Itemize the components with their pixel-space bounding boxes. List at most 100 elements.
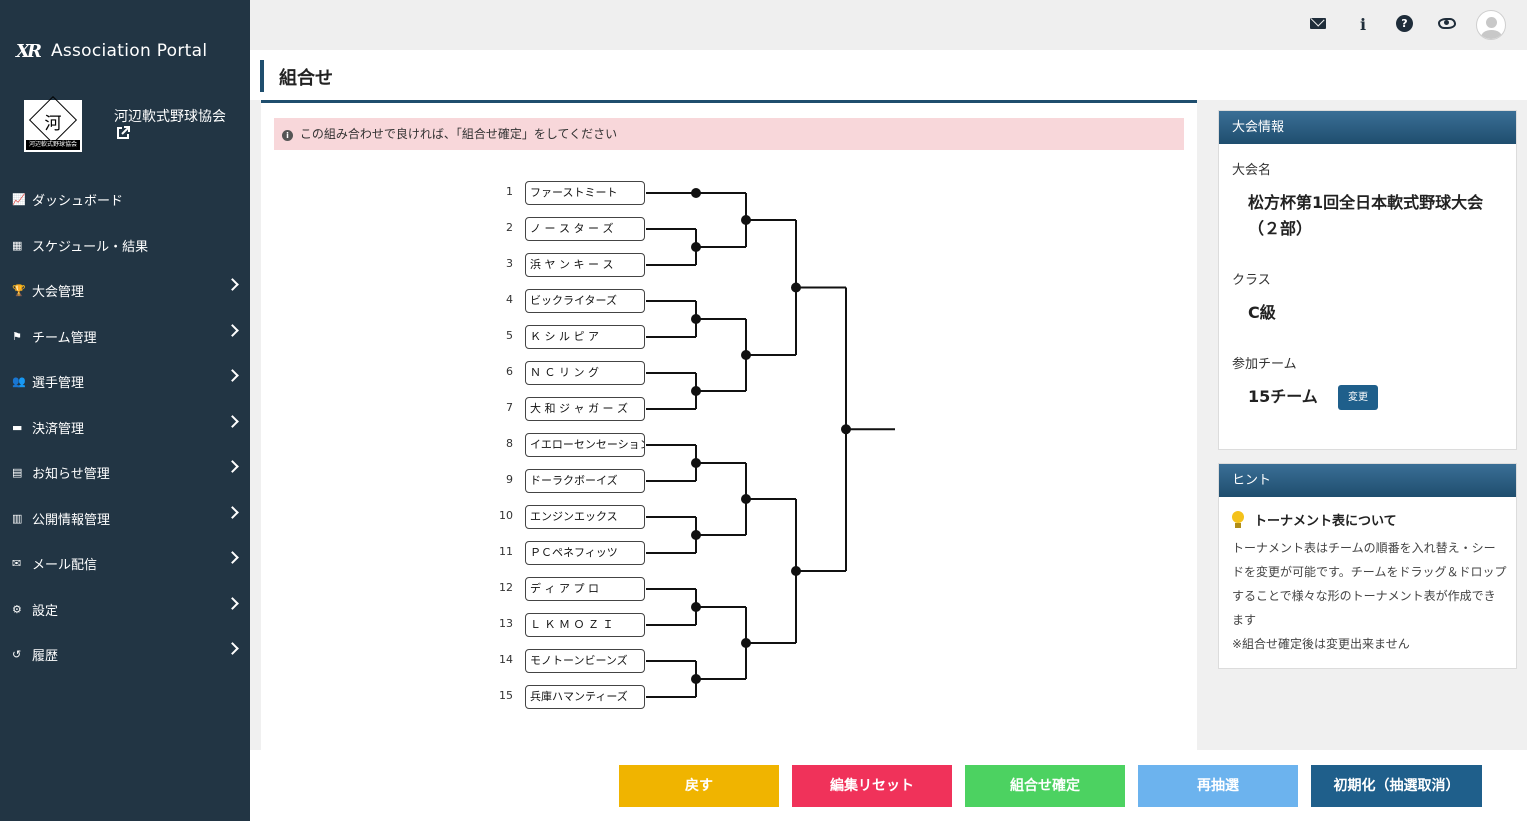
sidebar-item-label: スケジュール・結果 [32,239,149,255]
chevron-right-icon [226,505,239,519]
sidebar-item-label: ダッシュボード [32,194,124,210]
eye-icon[interactable] [1438,18,1456,29]
chevron-right-icon [226,414,239,428]
sidebar-item-label: 設定 [32,603,59,619]
team-seed-number: 9 [506,473,513,486]
sidebar-item-label: 決済管理 [32,421,85,437]
sidebar-item-2[interactable]: 🏆大会管理 [0,268,250,314]
sidebar-item-label: 履歴 [32,649,59,665]
chevron-right-icon [226,278,239,291]
hint-body: トーナメント表はチームの順番を入れ替え・シードを変更が可能です。チームをドラッグ… [1232,536,1507,656]
history-icon: ↺ [12,648,22,662]
tournament-name-label: 大会名 [1232,163,1272,178]
hint-text: トーナメント表はチームの順番を入れ替え・シードを変更が可能です。チームをドラッグ… [1232,541,1507,627]
hint-card-header: ヒント [1219,464,1516,497]
back-button[interactable]: 戻す [619,765,779,807]
sidebar-item-7[interactable]: ▥ 公開情報管理 [0,496,250,542]
team-seed-number: 10 [499,509,513,522]
association: 河 河辺軟式野球協会 河辺軟式野球協会 [24,95,244,154]
team-seed-number: 11 [499,545,513,558]
hint-title-text: トーナメント表について [1254,514,1397,529]
bracket-lines [646,188,895,698]
chevron-right-icon [226,551,239,564]
brand-name: Association Portal [50,41,208,61]
team-box[interactable]: ＰＣペネフィッツ [525,541,645,565]
envelope-icon: ✉ [12,557,22,571]
team-box[interactable]: Ｎ Ｃ リ ン グ [525,361,645,385]
change-teams-button[interactable]: 変更 [1338,385,1378,410]
calendar-icon: ▦ [12,238,23,252]
action-bar: 戻す 編集リセット 組合せ確定 再抽選 初期化（抽選取消） [250,750,1527,821]
team-box[interactable]: Ｋ シ ル ピ ア [525,325,645,349]
team-box[interactable]: 大 和 ジ ャ ガ ー ズ [525,397,645,421]
sidebar-item-4[interactable]: 👥選手管理 [0,359,250,405]
redraw-button[interactable]: 再抽選 [1138,765,1298,807]
sidebar-item-label: チーム管理 [32,330,97,346]
team-box[interactable]: ドーラクボーイズ [525,469,645,493]
sidebar-item-1[interactable]: ▦ スケジュール・結果 [0,223,250,269]
external-link-icon[interactable] [116,126,130,144]
sidebar-item-label: お知らせ管理 [32,467,110,483]
team-box[interactable]: ノ ー ス タ ー ズ [525,217,645,241]
brand-logo: XR [16,40,42,62]
sidebar-item-label: 選手管理 [32,376,85,392]
info-icon[interactable]: i [1359,14,1367,34]
team-box[interactable]: デ ィ ア プ ロ [525,577,645,601]
alert-text: この組み合わせで良ければ、「組合せ確定」をしてください [299,127,618,141]
mail-icon[interactable] [1310,18,1326,29]
topbar: i ? [250,0,1527,50]
sidebar-item-6[interactable]: ▤ お知らせ管理 [0,450,250,496]
building-icon: ▥ [12,511,23,525]
lightbulb-icon [1232,511,1244,528]
team-seed-number: 5 [506,329,513,342]
help-icon[interactable]: ? [1396,15,1413,32]
chevron-right-icon [226,596,239,610]
association-logo: 河 河辺軟式野球協会 [24,95,82,152]
association-name: 河辺軟式野球協会 [114,109,226,125]
team-seed-number: 8 [506,437,513,450]
team-box[interactable]: モノトーンビーンズ [525,649,645,673]
chevron-right-icon [226,369,239,382]
initialize-button[interactable]: 初期化（抽選取消） [1311,765,1482,807]
team-seed-number: 6 [506,365,513,378]
team-box[interactable]: 兵庫ハマンティーズ [525,685,645,709]
teams-count: 15チーム [1248,387,1318,406]
hint-note: ※組合せ確定後は変更出来ません [1232,637,1410,651]
hint-card: ヒント トーナメント表について トーナメント表はチームの順番を入れ替え・シードを… [1218,463,1517,669]
credit-card-icon: ▬ [12,420,23,434]
seal-char: 河 [44,114,62,134]
sidebar-item-label: 公開情報管理 [32,512,111,528]
team-box[interactable]: エンジンエックス [525,505,645,529]
sidebar-item-label: メール配信 [32,558,98,574]
team-box[interactable]: ビックライターズ [525,289,645,313]
newspaper-icon: ▤ [12,466,23,480]
chevron-right-icon [226,642,239,655]
sidebar-item-10[interactable]: ↺ 履歴 [0,632,250,678]
alert-message: i この組み合わせで良ければ、「組合せ確定」をしてください [274,118,1184,150]
team-seed-number: 1 [506,185,513,198]
team-seed-number: 13 [499,617,513,630]
sidebar-item-9[interactable]: ⚙設定 [0,587,250,633]
reset-button[interactable]: 編集リセット [792,765,952,807]
confirm-button[interactable]: 組合せ確定 [965,765,1125,807]
chevron-right-icon [226,323,239,337]
sidebar-item-0[interactable]: 📈 ダッシュボード [0,177,250,223]
team-box[interactable]: Ｌ Ｋ Ｍ Ｏ Ｚ Ｉ [525,613,645,637]
team-seed-number: 12 [499,581,513,594]
team-box[interactable]: イエローセンセーション [525,433,645,457]
tournament-name-value: 松方杯第1回全日本軟式野球大会（２部） [1248,193,1484,238]
class-value: C級 [1248,303,1276,322]
brand[interactable]: XR Association Portal [16,38,207,64]
team-seed-number: 4 [506,293,513,306]
team-box[interactable]: 浜 ヤ ン キ ー ス [525,253,645,277]
sidebar-item-5[interactable]: ▬ 決済管理 [0,405,250,451]
team-seed-number: 3 [506,257,513,270]
sidebar-item-3[interactable]: ⚑チーム管理 [0,314,250,360]
chart-line-icon: 📈 [12,193,26,207]
sidebar-nav: 📈 ダッシュボード ▦ スケジュール・結果 🏆大会管理⚑チーム管理👥選手管理 ▬ 決済管理 ▤… [0,177,250,678]
avatar[interactable] [1476,10,1506,40]
sidebar-item-8[interactable]: ✉ メール配信 [0,541,250,587]
team-box[interactable]: ファーストミート [525,181,645,205]
hint-title: トーナメント表について [1232,510,1397,529]
